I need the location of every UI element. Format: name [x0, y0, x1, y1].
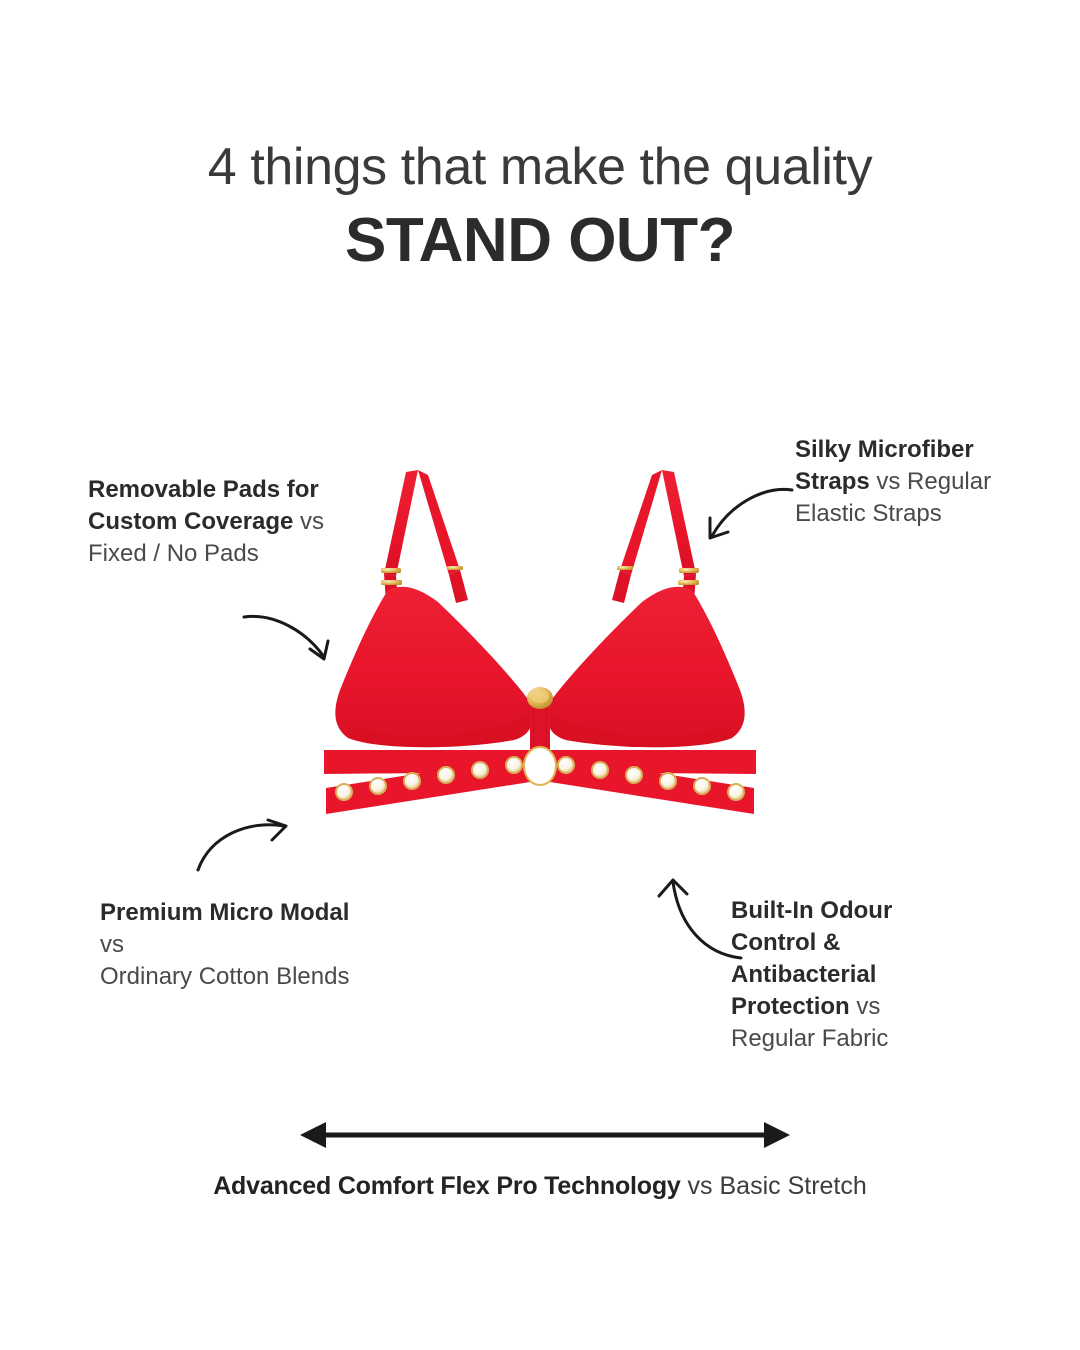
callout-micro-modal-vs: vs [100, 930, 124, 958]
callout-odour-vs: vs [849, 992, 881, 1020]
arrow-to-modal-icon [196, 818, 288, 872]
callout-silky-straps-rest: Elastic Straps [795, 499, 942, 527]
page-title-line2: STAND OUT? [345, 206, 735, 275]
callout-silky-straps-bold: Silky Microfiber Straps [795, 436, 974, 495]
stretch-range-double-arrow-icon [300, 1122, 790, 1148]
arrow-to-straps-icon [708, 487, 794, 540]
callout-premium-micro-modal: Premium Micro Modal vs Ordinary Cotton B… [100, 897, 350, 993]
callout-micro-modal-rest: Ordinary Cotton Blends [100, 962, 350, 990]
callout-odour-rest: Regular Fabric [731, 1024, 889, 1052]
callout-removable-pads-vs: vs [293, 507, 325, 535]
page-title-line1: 4 things that make the quality [207, 138, 873, 196]
bra-eyelet-band [326, 746, 754, 814]
product-image-red-bra [324, 470, 756, 814]
callout-micro-modal-bold: Premium Micro Modal [100, 899, 350, 926]
bra-straps [381, 470, 699, 603]
arrow-to-odour-icon [657, 878, 743, 960]
callout-odour-bold: Built-In Odour Control & Antibacterial P… [731, 897, 893, 1020]
callout-built-in-odour-control: Built-In Odour Control & Antibacterial P… [731, 895, 966, 1055]
callout-removable-pads-rest: Fixed / No Pads [88, 539, 259, 567]
bra-cups [335, 586, 745, 748]
bottom-caption: Advanced Comfort Flex Pro Technology vs … [0, 1172, 1080, 1201]
callout-removable-pads: Removable Pads for Custom Coverage vs Fi… [88, 474, 358, 570]
callout-silky-microfiber-straps: Silky Microfiber Straps vs Regular Elast… [795, 434, 1055, 530]
callout-silky-straps-vs: vs Regular [869, 467, 992, 495]
bottom-caption-bold: Advanced Comfort Flex Pro Technology [213, 1172, 681, 1200]
arrow-to-pads-icon [242, 614, 330, 661]
bottom-caption-rest: vs Basic Stretch [680, 1172, 867, 1200]
callout-removable-pads-bold: Removable Pads for Custom Coverage [88, 476, 319, 535]
center-ring-icon [523, 746, 557, 786]
